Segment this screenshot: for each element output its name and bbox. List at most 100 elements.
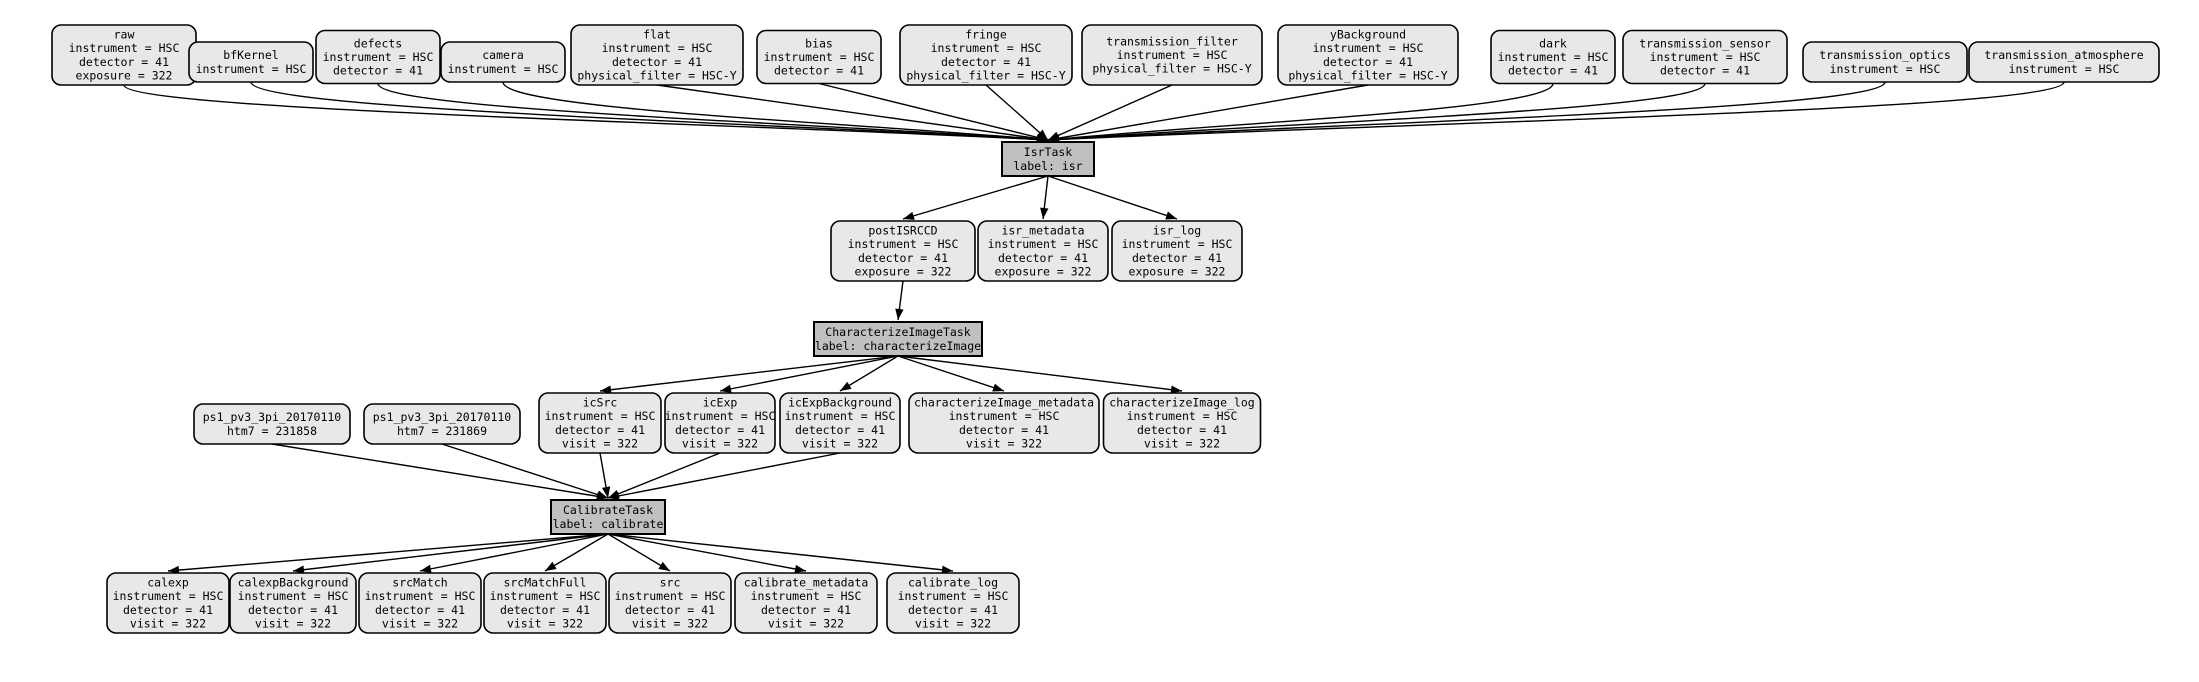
edge-line	[167, 533, 609, 572]
edge-line	[985, 84, 1049, 141]
edge-icExp-to-CalibrateTask	[607, 452, 721, 499]
node-dim-line: instrument = HSC	[1117, 48, 1228, 62]
node-dim-line: visit = 322	[682, 436, 758, 450]
node-title-line: characterizeImage_metadata	[914, 395, 1094, 409]
edge-IsrTask-to-isr_log	[1047, 175, 1178, 220]
node-dim-line: exposure = 322	[995, 264, 1092, 278]
node-title-line: srcMatch	[392, 575, 447, 589]
edge-flat-to-IsrTask	[656, 84, 1049, 143]
edge-fringe-to-IsrTask	[985, 84, 1049, 141]
edge-line	[502, 81, 1049, 141]
edge-line	[1047, 175, 1178, 220]
edge-CalibrateTask-to-srcMatchFull	[544, 533, 609, 572]
edge-line	[607, 452, 841, 499]
node-dim-line: instrument = HSC	[898, 589, 1009, 603]
node-dim-line: detector = 41	[123, 602, 213, 616]
node-dim-line: visit = 322	[507, 616, 583, 630]
edge-arrowhead	[600, 385, 612, 394]
node-box	[440, 41, 566, 83]
node-box	[756, 29, 882, 85]
node-title-line: bfKernel	[223, 48, 278, 62]
edge-arrowhead	[420, 564, 432, 573]
node-title-line: isr_log	[1153, 223, 1201, 237]
edge-line	[1047, 83, 1706, 141]
node-dim-line: instrument = HSC	[545, 409, 656, 423]
edge-arrowhead	[941, 565, 953, 575]
edge-icExpBackground-to-CalibrateTask	[607, 452, 841, 501]
node-box	[193, 403, 351, 445]
edge-CalibrateTask-to-calexpBackground	[292, 533, 609, 574]
node-dim-line: instrument = HSC	[490, 589, 601, 603]
node-dim-line: exposure = 322	[855, 264, 952, 278]
node-dim-line: instrument = HSC	[665, 409, 776, 423]
edge-dark-to-IsrTask	[1047, 83, 1554, 144]
edge-CharacterizeImageTask-to-icExp	[719, 355, 899, 393]
node-dim-line: detector = 41	[941, 54, 1031, 68]
edge-line	[271, 443, 609, 499]
edge-line	[599, 355, 899, 392]
node-dim-line: physical_filter = HSC-Y	[577, 68, 736, 82]
edge-line	[719, 355, 899, 392]
node-dim-line: detector = 41	[500, 602, 590, 616]
node-dim-line: instrument = HSC	[196, 61, 307, 75]
edge-arrowhead	[895, 308, 904, 320]
edge-arrowhead	[545, 561, 557, 571]
node-dim-line: htm7 = 231869	[397, 423, 487, 437]
node-box	[779, 392, 901, 454]
node-title-line: ps1_pv3_3pi_20170110	[373, 410, 512, 424]
node-box	[550, 499, 666, 535]
node-dim-line: detector = 41	[375, 602, 465, 616]
node-title-line: CalibrateTask	[563, 503, 653, 517]
node-dim-line: instrument = HSC	[2009, 61, 2120, 75]
node-dim-line: detector = 41	[79, 54, 169, 68]
node-title-line: defects	[354, 36, 402, 50]
node-dim-line: instrument = HSC	[365, 589, 476, 603]
